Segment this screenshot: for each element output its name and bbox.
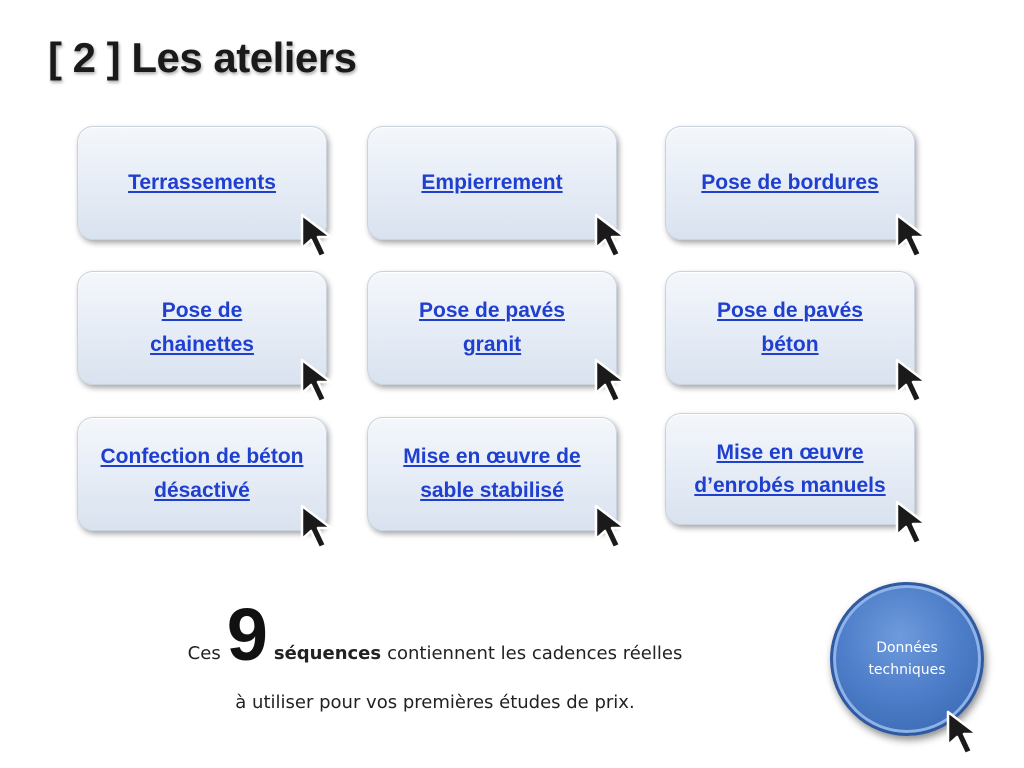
atelier-link-enrobes-manuels[interactable]: Mise en œuvre d’enrobés manuels (694, 441, 886, 497)
atelier-card-paves-granit[interactable]: Pose de pavés granit (367, 271, 617, 385)
page-title: [ 2 ] Les ateliers (48, 34, 357, 81)
atelier-link-beton-desactive[interactable]: Confection de béton désactivé (100, 445, 304, 502)
atelier-link-empierrement[interactable]: Empierrement (421, 171, 563, 194)
atelier-card-paves-beton[interactable]: Pose de pavés béton (665, 271, 915, 385)
atelier-card-sable-stabilise[interactable]: Mise en œuvre de sable stabilisé (367, 417, 617, 531)
mouse-pointer-icon (300, 213, 333, 259)
technical-data-button[interactable]: Données techniques (830, 582, 984, 736)
mouse-pointer-icon (594, 358, 627, 404)
mouse-pointer-icon (594, 504, 627, 550)
footer-line-2: à utiliser pour vos premières études de … (235, 692, 635, 713)
mouse-pointer-icon (895, 500, 928, 546)
mouse-pointer-icon (594, 213, 627, 259)
sequence-count: 9 (226, 593, 268, 676)
atelier-card-beton-desactive[interactable]: Confection de béton désactivé (77, 417, 327, 531)
footer-prefix: Ces (187, 643, 221, 664)
atelier-link-bordures[interactable]: Pose de bordures (701, 171, 879, 194)
atelier-card-chainettes[interactable]: Pose de chainettes (77, 271, 327, 385)
footer-line-1: Ces 9 séquences contiennent les cadences… (155, 593, 715, 676)
atelier-link-chainettes[interactable]: Pose de chainettes (150, 299, 254, 356)
footer-text: Ces 9 séquences contiennent les cadences… (155, 593, 715, 714)
footer-line1-rest: contiennent les cadences réelles (387, 643, 683, 664)
technical-data-label: Données techniques (868, 640, 946, 678)
atelier-link-paves-beton[interactable]: Pose de pavés béton (717, 299, 863, 356)
mouse-pointer-icon (895, 213, 928, 259)
mouse-pointer-icon (946, 710, 979, 756)
mouse-pointer-icon (300, 504, 333, 550)
atelier-link-paves-granit[interactable]: Pose de pavés granit (419, 299, 565, 356)
atelier-card-enrobes-manuels[interactable]: Mise en œuvre d’enrobés manuels (665, 413, 915, 525)
footer-bold-word: séquences (273, 643, 382, 664)
mouse-pointer-icon (895, 358, 928, 404)
atelier-card-terrassements[interactable]: Terrassements (77, 126, 327, 240)
mouse-pointer-icon (300, 358, 333, 404)
atelier-card-bordures[interactable]: Pose de bordures (665, 126, 915, 240)
atelier-link-sable-stabilise[interactable]: Mise en œuvre de sable stabilisé (403, 445, 581, 502)
atelier-card-empierrement[interactable]: Empierrement (367, 126, 617, 240)
atelier-link-terrassements[interactable]: Terrassements (128, 171, 276, 194)
